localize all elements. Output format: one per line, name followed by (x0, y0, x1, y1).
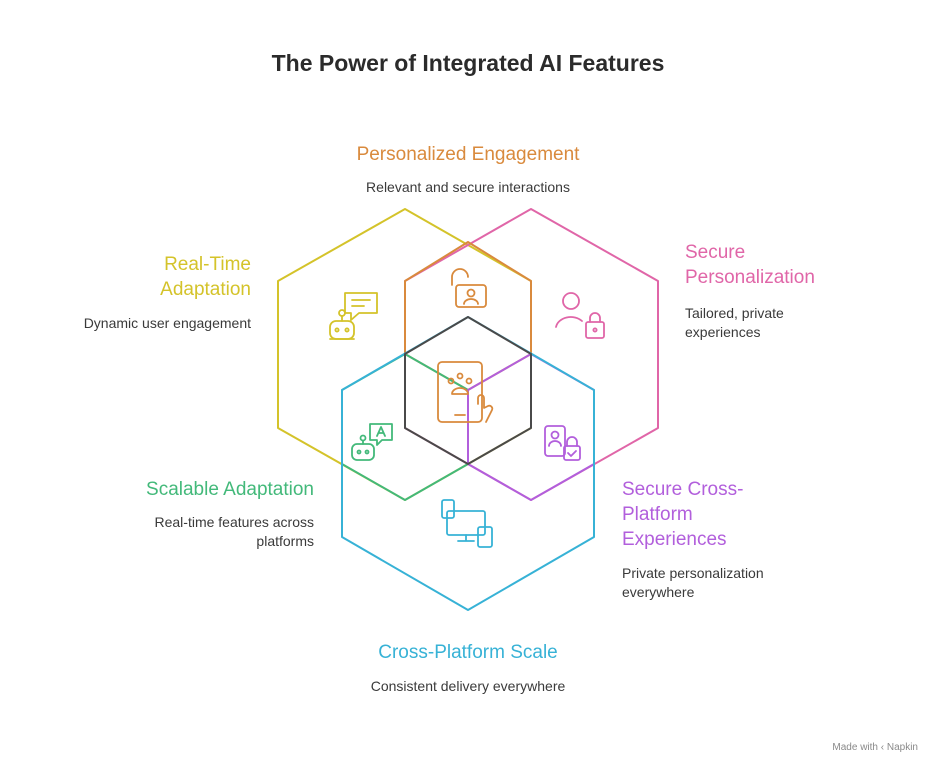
id-lock-icon (544, 425, 581, 461)
personalized-engagement-label: Personalized Engagement (356, 144, 580, 165)
secure-personalization-desc-line1: Tailored, private (685, 305, 784, 321)
real-time-adaptation-label-line2: Adaptation (160, 279, 251, 300)
secure-cross-platform-desc-line1: Private personalization (622, 565, 764, 581)
secure-cross-platform-desc-line2: everywhere (622, 584, 695, 600)
hexagon-cross-platform-scale (341, 316, 595, 611)
robot-translate-icon (351, 423, 393, 461)
real-time-adaptation-desc: Dynamic user engagement (83, 315, 251, 331)
user-lock-icon (555, 292, 605, 339)
secure-cross-platform-desc: Private personalization everywhere (622, 564, 882, 602)
secure-personalization-label-line1: Secure (685, 242, 746, 263)
secure-cross-platform-label: Secure Cross- Platform Experiences (622, 477, 882, 552)
real-time-adaptation-label: Real-Time Adaptation (40, 252, 251, 302)
secure-personalization-desc-line2: experiences (685, 324, 761, 340)
cross-platform-scale-desc: Consistent delivery everywhere (370, 678, 566, 694)
real-time-adaptation-label-line1: Real-Time (164, 254, 251, 275)
hexagon-center (404, 316, 532, 465)
secure-cross-platform-label-line2: Platform (622, 504, 693, 525)
personalized-engagement-desc: Relevant and secure interactions (366, 179, 570, 195)
scalable-adaptation-desc-line2: platforms (256, 533, 314, 549)
unlock-person-icon (451, 268, 487, 308)
secure-cross-platform-label-line3: Experiences (622, 529, 727, 550)
cross-platform-scale-label: Cross-Platform Scale (378, 642, 558, 663)
secure-personalization-desc: Tailored, private experiences (685, 304, 915, 342)
secure-personalization-label-line2: Personalization (685, 267, 815, 288)
secure-cross-platform-label-line1: Secure Cross- (622, 479, 744, 500)
napkin-watermark: Made with ‹ Napkin (832, 742, 918, 753)
scalable-adaptation-label: Scalable Adaptation (146, 479, 314, 500)
page-title: The Power of Integrated AI Features (271, 50, 665, 76)
secure-personalization-label: Secure Personalization (685, 240, 915, 290)
scalable-adaptation-desc-line1: Real-time features across (154, 514, 314, 530)
chat-robot-icon (329, 292, 378, 340)
scalable-adaptation-desc: Real-time features across platforms (60, 513, 314, 551)
devices-icon (441, 499, 493, 548)
tablet-touch-icon (437, 361, 494, 423)
